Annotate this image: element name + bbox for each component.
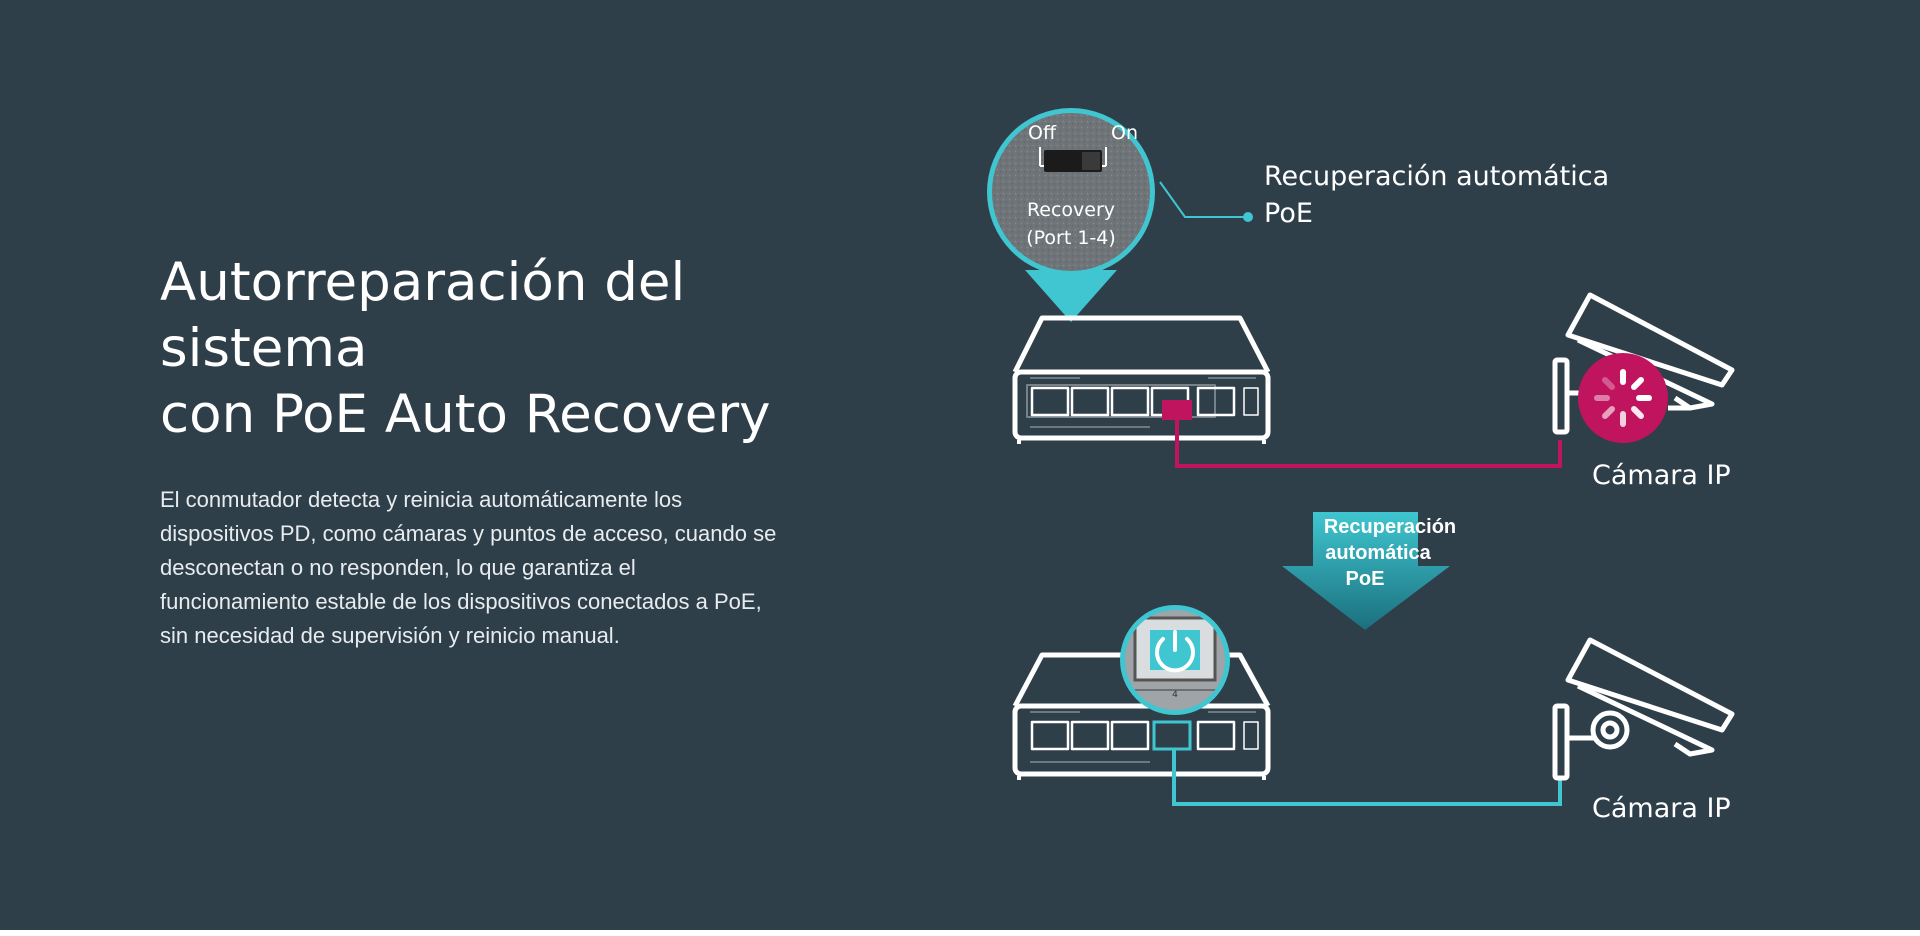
- callout-line-2: PoE: [1264, 198, 1313, 229]
- callout-leader: [1159, 181, 1248, 218]
- bottom-strip: [0, 930, 1920, 936]
- callout-line-1: Recuperación automática: [1264, 161, 1609, 192]
- arrow-label-line-1: Recuperación: [1324, 516, 1456, 538]
- down-arrow-icon: [1282, 512, 1450, 630]
- switch-recovery-label: Recovery: [1027, 199, 1115, 221]
- page-title: Autorreparación del sistema con PoE Auto…: [160, 250, 860, 448]
- switch-off-label: Off: [1028, 122, 1057, 144]
- port-zoom-bubble: 4: [1120, 605, 1230, 715]
- recovered-ethernet-cable: [1172, 750, 1562, 806]
- zoom-pointer: [1025, 270, 1117, 322]
- slide-switch-knob: [1082, 152, 1100, 170]
- camera-label-top: Cámara IP: [1592, 460, 1731, 491]
- feature-description: El conmutador detecta y reinicia automát…: [160, 483, 820, 653]
- description-line-4: funcionamiento estable de los dispositiv…: [160, 589, 762, 614]
- recovered-port-highlight: [1152, 720, 1192, 751]
- ip-camera-icon-bottom: [1552, 637, 1735, 781]
- power-restart-icon: [1155, 630, 1195, 673]
- faulty-port-highlight: [1162, 400, 1192, 420]
- description-line-1: El conmutador detecta y reinicia automát…: [160, 487, 683, 512]
- title-line-2: sistema: [160, 318, 368, 379]
- switch-on-label: On: [1111, 122, 1138, 144]
- title-line-3: con PoE Auto Recovery: [160, 384, 771, 445]
- camera-label-bottom: Cámara IP: [1592, 793, 1731, 824]
- switch-port-label: (Port 1-4): [1026, 227, 1116, 249]
- description-line-2: dispositivos PD, como cámaras y puntos d…: [160, 521, 777, 546]
- callout-dot: [1243, 212, 1253, 222]
- poe-switch-icon: [1012, 315, 1271, 444]
- arrow-label-line-2: automática: [1325, 542, 1431, 564]
- description-line-3: desconectan o no responden, lo que garan…: [160, 555, 636, 580]
- description-line-5: sin necesidad de supervisión y reinicio …: [160, 623, 620, 648]
- port-zoom-number: 4: [1172, 690, 1178, 700]
- recovery-switch-zoom: Off On Recovery (Port 1-4): [987, 108, 1155, 322]
- loading-spinner-icon: [1578, 353, 1668, 443]
- zoom-lens: [992, 113, 1150, 271]
- title-line-1: Autorreparación del: [160, 252, 686, 313]
- arrow-label-line-3: PoE: [1346, 568, 1385, 590]
- fault-ethernet-cable: [1175, 420, 1562, 468]
